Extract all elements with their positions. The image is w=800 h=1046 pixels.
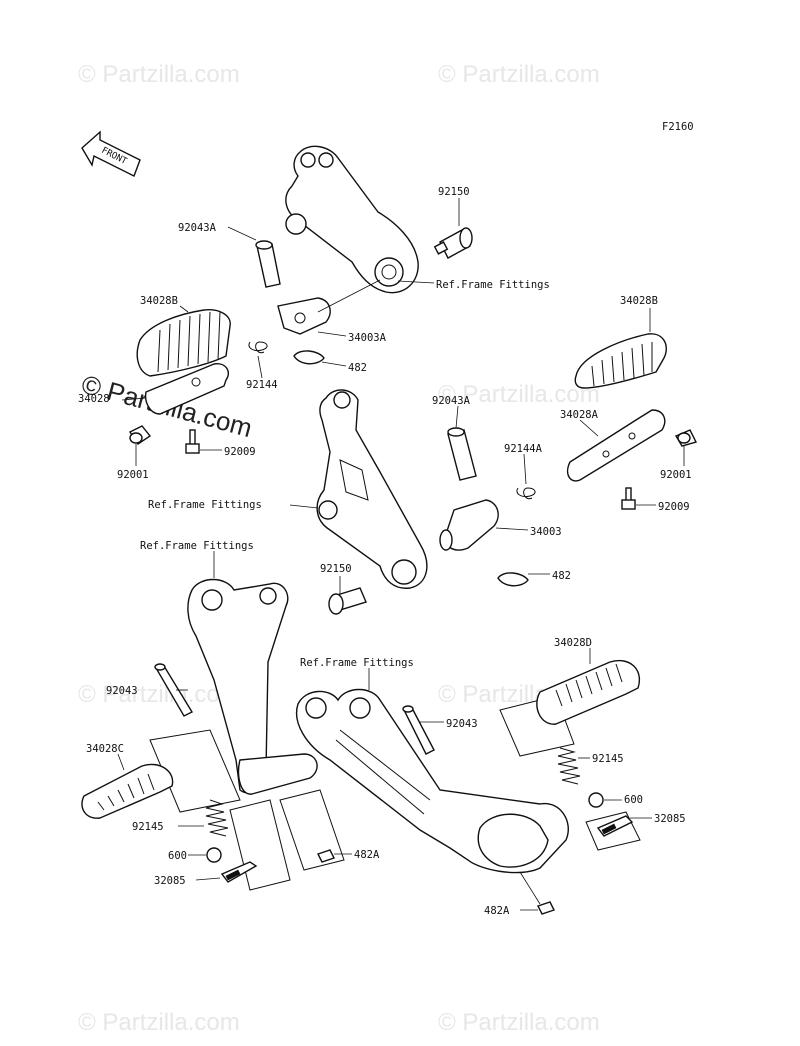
part-label: 34003A [348,332,387,344]
lower-right-bracket [296,688,569,874]
part-label: 600 [168,850,187,862]
part-label: 482 [552,570,571,582]
part-label: 600 [624,794,643,806]
part-label: 34028C [86,743,124,755]
footpeg-34028B-left [136,309,231,377]
lower-left-bracket [187,578,318,795]
middle-bracket [316,389,428,589]
part-label: 92144A [504,443,543,455]
plate-32085-left [220,861,258,883]
footpeg-base-34028A-right [566,409,666,482]
watermark: © Partzilla.com [78,1009,240,1036]
watermark: © Partzilla.com [438,61,600,88]
part-label: 92150 [438,186,470,198]
spring-92144 [248,341,268,354]
part-label: 92145 [592,753,624,765]
footpeg-34028C [81,763,174,819]
part-label: 92043 [106,685,138,697]
bolt-92009-left [185,429,200,454]
part-label: 32085 [154,875,186,887]
part-label: 482A [354,849,380,861]
pin-92043-left [154,663,193,717]
washer-482A-left [317,849,335,863]
footpeg-34028B-right [574,333,667,389]
washer-482A-bottom [537,901,555,915]
part-482-middle [497,572,529,587]
part-label: 482 [348,362,367,374]
part-label: 32085 [654,813,686,825]
footpeg-base-34028-left [144,363,230,415]
part-label: 92001 [117,469,149,481]
diagram-id: F2160 [662,121,694,133]
part-label: 34028A [560,409,599,421]
ref-frame-label: Ref.Frame Fittings [300,657,414,669]
bolt-92009-right [621,487,636,510]
part-label: 34028 [78,393,110,405]
part-label: 34003 [530,526,562,538]
part-label: 92009 [224,446,256,458]
part-label: 34028D [554,637,592,649]
part-label: 92043A [432,395,471,407]
pin-92043A-upper [255,240,281,288]
part-label: 92145 [132,821,164,833]
part-label: 92150 [320,563,352,575]
part-label: 34028B [620,295,658,307]
part-label: 92001 [660,469,692,481]
ball-600-left [206,847,222,863]
part-34003 [439,499,499,551]
part-label: 92144 [246,379,278,391]
spring-92145-right [557,747,581,785]
pin-92043A-middle [447,427,477,481]
spring-92145-left [205,799,229,837]
part-label: 92043A [178,222,217,234]
plate-32085-right [596,815,634,837]
spring-92144A [516,487,536,500]
pin-92150-upper [433,227,473,259]
pin-92150-middle [328,587,367,615]
part-482-upper [293,350,325,365]
upper-bracket-top [285,145,419,294]
screw-92001-left [128,425,152,445]
footpeg-34028D [536,659,641,725]
part-34003A [277,279,381,335]
ref-frame-label: Ref.Frame Fittings [148,499,262,511]
screw-92001-right [674,429,698,447]
ref-frame-label: Ref.Frame Fittings [436,279,550,291]
ref-frame-label: Ref.Frame Fittings [140,540,254,552]
front-arrow-icon: FRONT [81,130,141,177]
watermark: © Partzilla.com [438,381,600,408]
watermark: © Partzilla.com [438,1009,600,1036]
part-label: 92043 [446,718,478,730]
part-label: 34028B [140,295,178,307]
part-label: 92009 [658,501,690,513]
pin-92043-right [402,705,435,755]
ball-600-right [588,792,604,808]
watermark: © Partzilla.com [78,681,240,708]
watermark: © Partzilla.com [78,61,240,88]
part-label: 482A [484,905,510,917]
